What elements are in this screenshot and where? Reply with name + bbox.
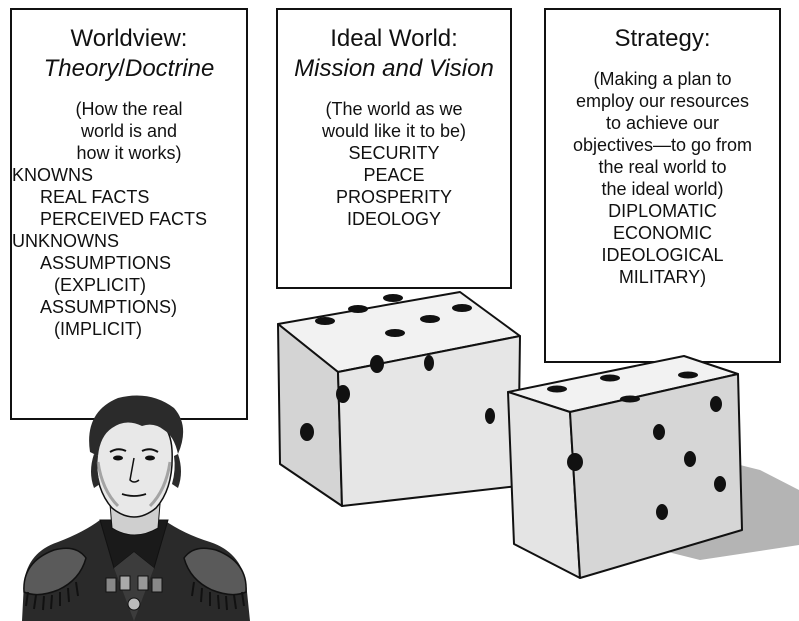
ideal-desc-line: (The world as we [325,99,463,119]
ideal-item-ideology: IDEOLOGY [346,209,442,229]
strategy-title: Strategy: [614,25,711,52]
die-right-icon [507,355,743,579]
worldview-subtitle-theory: Theory [43,55,119,82]
worldview-description: (How the real world is and how it works) [12,98,246,164]
assumption-implicit-note: (IMPLICIT) [54,319,142,339]
strategy-item-diplomatic: DIPLOMATIC [608,201,717,221]
strategy-panel: Strategy: (Making a plan to employ our r… [544,8,781,363]
strategy-desc-line: the ideal world) [601,179,724,199]
assumption-explicit-note: (EXPLICIT) [54,275,147,295]
ideal-world-description: (The world as we would like it to be) [278,98,510,142]
worldview-subtitle-separator: / [118,55,125,82]
strategy-item-military: MILITARY) [618,267,707,287]
ideal-item-peace: PEACE [363,165,425,185]
unknowns-label: UNKNOWNS [12,231,119,251]
die-right-left-face [507,391,581,579]
worldview-subtitle: Theory/Doctrine [12,54,246,84]
known-item: REAL FACTS [40,187,150,207]
worldview-subtitle-doctrine: Doctrine [125,55,215,82]
knowns-label: KNOWNS [12,165,93,185]
ideal-item-security: SECURITY [348,143,440,163]
strategy-description: (Making a plan to employ our resources t… [546,68,779,200]
assumption-explicit-label: ASSUMPTIONS [40,253,172,273]
ideal-desc-line: would like it to be) [321,121,467,141]
strategy-item-ideological: IDEOLOGICAL [601,245,724,265]
ideal-world-subtitle: Mission and Vision [294,55,494,82]
strategy-desc-line: to achieve our [605,113,720,133]
strategy-desc-line: objectives—to go from [572,135,753,155]
strategy-desc-line: the real world to [598,157,727,177]
strategy-desc-line: (Making a plan to [593,69,732,89]
general-portrait-icon [22,395,250,621]
worldview-panel: Worldview: Theory/Doctrine (How the real… [10,8,248,420]
ideal-item-prosperity: PROSPERITY [335,187,453,207]
strategy-item-economic: ECONOMIC [613,223,712,243]
worldview-list: KNOWNS REAL FACTS PERCEIVED FACTS UNKNOW… [12,164,246,340]
portrait-hair [89,395,184,456]
portrait-left-epaulette [23,547,87,596]
die-left-icon [277,291,521,507]
worldview-desc-line: how it works) [76,143,182,163]
ideal-world-title: Ideal World: [330,25,458,52]
worldview-desc-line: world is and [80,121,178,141]
ideal-world-panel: Ideal World: Mission and Vision (The wor… [276,8,512,289]
assumption-implicit-label: ASSUMPTIONS) [40,297,178,317]
worldview-title: Worldview: [70,25,188,52]
known-item: PERCEIVED FACTS [40,209,208,229]
portrait-right-epaulette [183,547,247,596]
die-right-right-face [569,373,743,579]
worldview-desc-line: (How the real [75,99,183,119]
strategy-desc-line: employ our resources [575,91,750,111]
